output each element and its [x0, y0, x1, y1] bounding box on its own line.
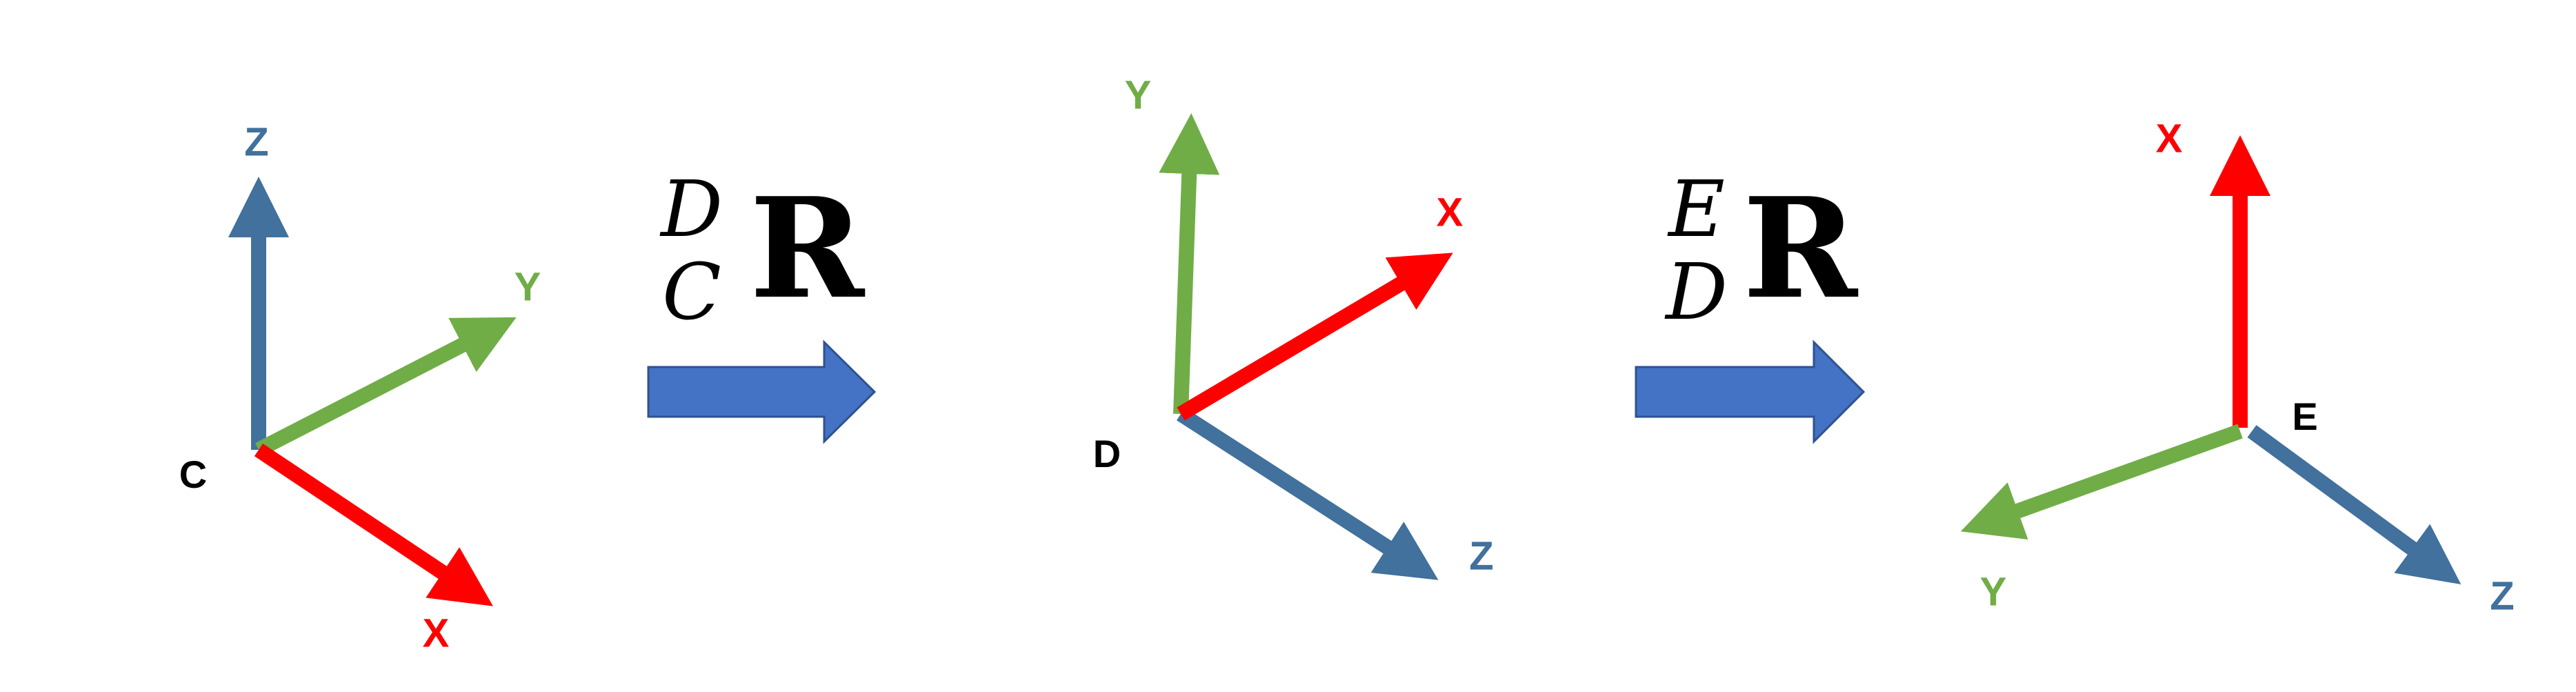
transform-2-subscript: D: [1664, 248, 1728, 337]
frame-d-z-label: Z: [1469, 533, 1493, 578]
frame-d-origin-label: D: [1093, 432, 1121, 475]
frame-e-x-label: X: [2156, 116, 2183, 161]
transform-2-rotation-symbol: R: [1743, 168, 1859, 330]
transform-2-notation: E D R: [1664, 165, 1859, 337]
frame-d-x-label: X: [1437, 190, 1464, 235]
frame-c-z-label: Z: [244, 119, 268, 164]
transform-2-superscript: E: [1667, 165, 1725, 255]
transform-1-block-arrow: [647, 339, 877, 444]
frame-d-y-axis: [1159, 113, 1220, 415]
frame-e-z-axis: [2247, 425, 2462, 584]
frame-c-x-label: X: [423, 611, 450, 655]
transform-2-block-arrow: [1635, 339, 1866, 444]
transform-1-superscript: D: [659, 165, 723, 255]
frame-c-y-label: Y: [515, 264, 541, 309]
frame-e: X Y Z E: [1960, 116, 2515, 618]
transform-1-subscript: C: [662, 248, 721, 337]
frame-e-y-label: Y: [1980, 569, 2007, 614]
frame-e-z-label: Z: [2490, 573, 2514, 618]
frame-c-origin-label: C: [179, 453, 207, 496]
frame-e-origin-label: E: [2292, 395, 2317, 438]
frame-c-x-axis: [254, 443, 493, 606]
frame-d-z-axis: [1177, 407, 1439, 580]
transform-1-rotation-symbol: R: [750, 168, 866, 330]
frame-c: Z Y X C: [179, 119, 541, 655]
frame-d: Y X Z D: [1093, 72, 1494, 580]
frame-d-y-label: Y: [1125, 72, 1152, 117]
frame-d-x-axis: [1177, 253, 1453, 421]
frame-c-y-axis: [254, 317, 517, 457]
transform-1-notation: D C R: [659, 165, 866, 337]
transform-1: D C R: [647, 165, 877, 444]
frame-e-y-axis: [1960, 424, 2243, 540]
transform-2: E D R: [1635, 165, 1866, 444]
